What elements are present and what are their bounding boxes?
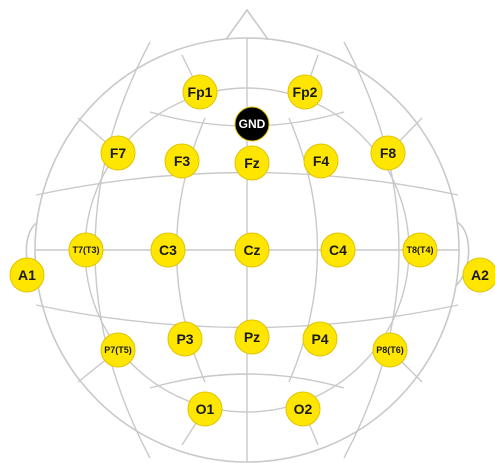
electrode-f3-label: F3 — [174, 153, 191, 169]
electrode-p3: P3 — [167, 321, 203, 357]
electrode-p3-label: P3 — [176, 331, 193, 347]
electrode-o1-label: O1 — [196, 401, 215, 417]
electrode-f8-label: F8 — [380, 145, 397, 161]
electrode-fz: Fz — [234, 145, 270, 181]
electrode-c4-label: C4 — [329, 242, 347, 258]
electrode-a2-label: A2 — [471, 267, 489, 283]
electrode-t8: T8(T4) — [402, 232, 438, 268]
electrode-p8: P8(T6) — [372, 332, 408, 368]
electrode-c3: C3 — [150, 232, 186, 268]
electrode-p4: P4 — [302, 321, 338, 357]
electrode-p8-label: P8(T6) — [376, 345, 404, 355]
electrode-f7-label: F7 — [110, 145, 127, 161]
right-outer-meridian — [343, 41, 400, 459]
electrode-pz: Pz — [234, 319, 270, 355]
electrode-cz: Cz — [234, 232, 270, 268]
electrode-gnd-label: GND — [239, 117, 266, 131]
o-arc — [149, 373, 345, 389]
electrode-cz-label: Cz — [243, 242, 260, 258]
electrode-fp1-label: Fp1 — [188, 84, 213, 100]
electrode-t7-label: T7(T3) — [73, 245, 100, 255]
electrode-c4: C4 — [320, 232, 356, 268]
electrode-f7: F7 — [100, 135, 136, 171]
electrode-p4-label: P4 — [311, 331, 328, 347]
electrode-f4: F4 — [303, 143, 339, 179]
electrode-c3-label: C3 — [159, 242, 177, 258]
right-meridian — [288, 117, 319, 383]
electrode-f8: F8 — [370, 135, 406, 171]
electrode-f3: F3 — [164, 143, 200, 179]
electrode-p7: P7(T5) — [100, 332, 136, 368]
electrode-fz-label: Fz — [244, 155, 260, 171]
electrode-pz-label: Pz — [244, 329, 260, 345]
electrode-o2: O2 — [285, 391, 321, 427]
electrode-o1: O1 — [187, 391, 223, 427]
electrode-a1: A1 — [9, 257, 45, 293]
electrode-f4-label: F4 — [313, 153, 330, 169]
electrode-a2: A2 — [462, 257, 495, 293]
electrode-p7-label: P7(T5) — [104, 345, 132, 355]
electrode-a1-label: A1 — [18, 267, 36, 283]
electrode-gnd: GND — [234, 106, 270, 142]
electrode-t8-label: T8(T4) — [407, 245, 434, 255]
electrode-fp2-label: Fp2 — [293, 84, 318, 100]
electrode-o2-label: O2 — [294, 401, 313, 417]
electrode-t7: T7(T3) — [68, 232, 104, 268]
electrode-fp2: Fp2 — [287, 74, 323, 110]
electrode-fp1: Fp1 — [182, 74, 218, 110]
nose — [221, 8, 273, 46]
